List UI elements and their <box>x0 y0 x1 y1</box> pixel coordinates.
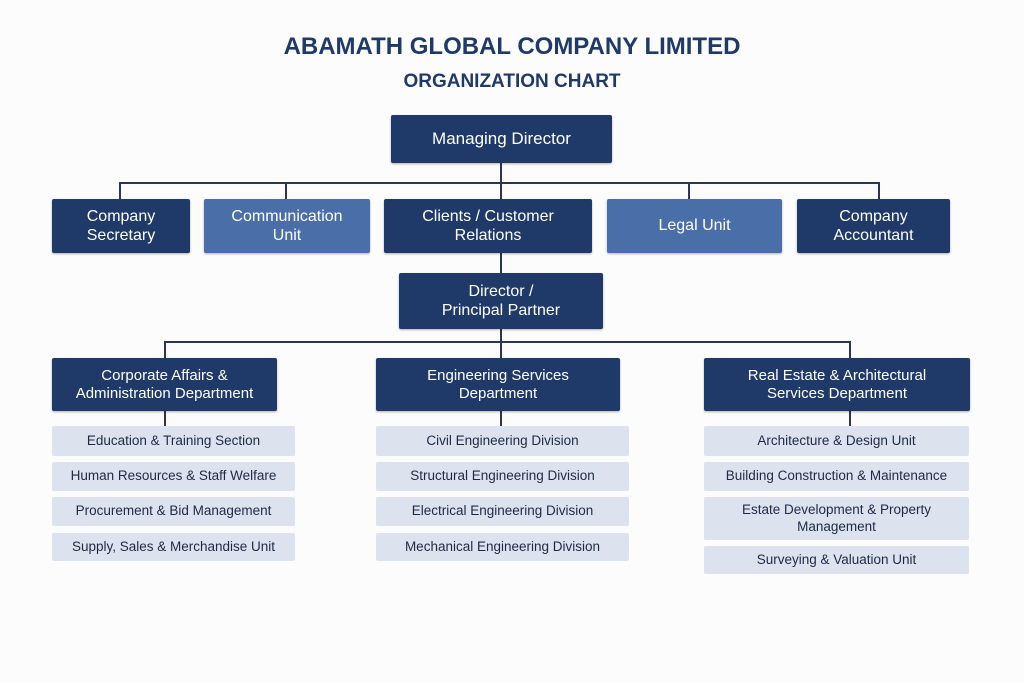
unit-box: Structural Engineering Division <box>376 462 629 491</box>
connector <box>849 341 851 358</box>
department-box-corporate: Corporate Affairs & Administration Depar… <box>52 358 277 411</box>
legal-unit-box: Legal Unit <box>607 199 782 253</box>
unit-box: Education & Training Section <box>52 426 295 456</box>
unit-box: Procurement & Bid Management <box>52 497 295 526</box>
connector <box>164 341 166 358</box>
unit-box: Human Resources & Staff Welfare <box>52 462 295 491</box>
company-accountant-box: Company Accountant <box>797 199 950 253</box>
managing-director-box: Managing Director <box>391 115 612 163</box>
unit-box: Mechanical Engineering Division <box>376 533 629 561</box>
department-box-real-estate: Real Estate & Architectural Services Dep… <box>704 358 970 411</box>
unit-box: Architecture & Design Unit <box>704 426 969 456</box>
connector <box>119 182 880 184</box>
unit-box: Surveying & Valuation Unit <box>704 546 969 574</box>
connector <box>878 182 880 199</box>
unit-box: Electrical Engineering Division <box>376 497 629 526</box>
connector <box>500 329 502 358</box>
connector <box>849 411 851 426</box>
connector <box>164 411 166 426</box>
unit-box: Civil Engineering Division <box>376 426 629 456</box>
unit-box: Supply, Sales & Merchandise Unit <box>52 533 295 561</box>
company-secretary-box: Company Secretary <box>52 199 190 253</box>
director-box: Director / Principal Partner <box>399 273 603 329</box>
connector <box>164 341 851 343</box>
connector <box>500 163 502 199</box>
unit-box: Estate Development & Property Management <box>704 497 969 540</box>
connector <box>285 182 287 199</box>
chart-subtitle: ORGANIZATION CHART <box>403 71 621 92</box>
department-box-engineering: Engineering Services Department <box>376 358 620 411</box>
connector <box>500 411 502 426</box>
chart-title: ABAMATH GLOBAL COMPANY LIMITED <box>283 33 741 60</box>
connector <box>119 182 121 199</box>
unit-box: Building Construction & Maintenance <box>704 462 969 491</box>
connector <box>500 253 502 273</box>
communication-unit-box: Communication Unit <box>204 199 370 253</box>
connector <box>688 182 690 199</box>
client-relations-box: Clients / Customer Relations <box>384 199 592 253</box>
